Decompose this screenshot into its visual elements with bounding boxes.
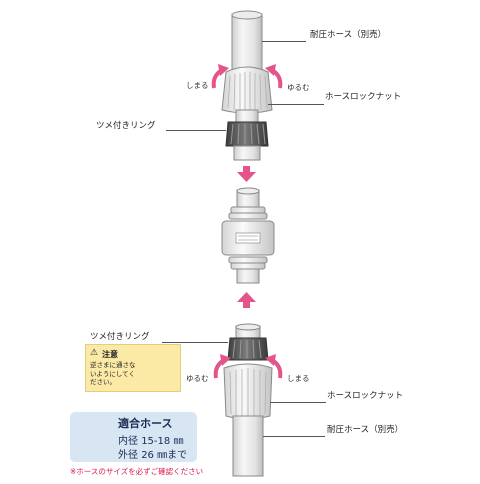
- label-nut-top: ホースロックナット: [325, 92, 402, 102]
- middle-coupling: [221, 187, 275, 284]
- caution-note: ⚠ 注意 逆さまに通さないようにしてください。: [85, 344, 181, 392]
- leader-hose-bottom: [263, 436, 325, 437]
- rotate-label-top-left: しまる: [186, 81, 209, 90]
- spec-inner-diameter: 内径 15-18 ㎜: [118, 432, 183, 447]
- top-hose: [231, 13, 263, 73]
- leader-nut-top: [268, 104, 324, 105]
- bottom-hose: [232, 415, 264, 477]
- label-hose-bottom: 耐圧ホース（別売）: [327, 425, 404, 435]
- spec-outer-unit: ㎜まで: [157, 450, 188, 461]
- leader-ring-bottom: [162, 342, 228, 343]
- rotate-label-top-right: ゆるむ: [287, 83, 310, 92]
- spec-title: 適合ホース: [118, 417, 173, 430]
- caution-note-title: 注意: [102, 350, 118, 359]
- leader-hose-top: [262, 41, 306, 42]
- leader-ring-top: [166, 130, 226, 131]
- top-assembly: [211, 10, 283, 161]
- label-ring-bottom: ツメ付きリング: [90, 332, 150, 342]
- bottom-assembly: [213, 323, 283, 477]
- down-arrow-icon: [237, 166, 256, 182]
- top-hose-end: [231, 10, 263, 20]
- spec-inner-unit: ㎜: [173, 436, 184, 447]
- warning-icon: ⚠: [90, 348, 99, 358]
- spec-outer-value: 26: [141, 450, 154, 461]
- size-check-warning: ※ホースのサイズを必ずご確認ください: [70, 467, 204, 476]
- up-arrow-icon: [237, 292, 256, 308]
- label-ring-top: ツメ付きリング: [96, 121, 156, 131]
- spec-outer-label: 外径: [118, 450, 138, 461]
- label-hose-top: 耐圧ホース（別売）: [310, 30, 387, 40]
- caution-note-body: 逆さまに通さないようにしてください。: [90, 361, 136, 386]
- spec-inner-label: 内径: [118, 436, 138, 447]
- label-nut-bottom: ホースロックナット: [327, 391, 404, 401]
- rotate-label-bottom-left: ゆるむ: [186, 374, 209, 383]
- compatible-hose-spec: 適合ホース 内径 15-18 ㎜ 外径 26 ㎜まで: [70, 412, 197, 462]
- spec-inner-value: 15-18: [141, 436, 171, 447]
- leader-nut-bottom: [270, 402, 326, 403]
- spec-outer-diameter: 外径 26 ㎜まで: [118, 446, 187, 461]
- rotate-label-bottom-right: しまる: [287, 374, 310, 383]
